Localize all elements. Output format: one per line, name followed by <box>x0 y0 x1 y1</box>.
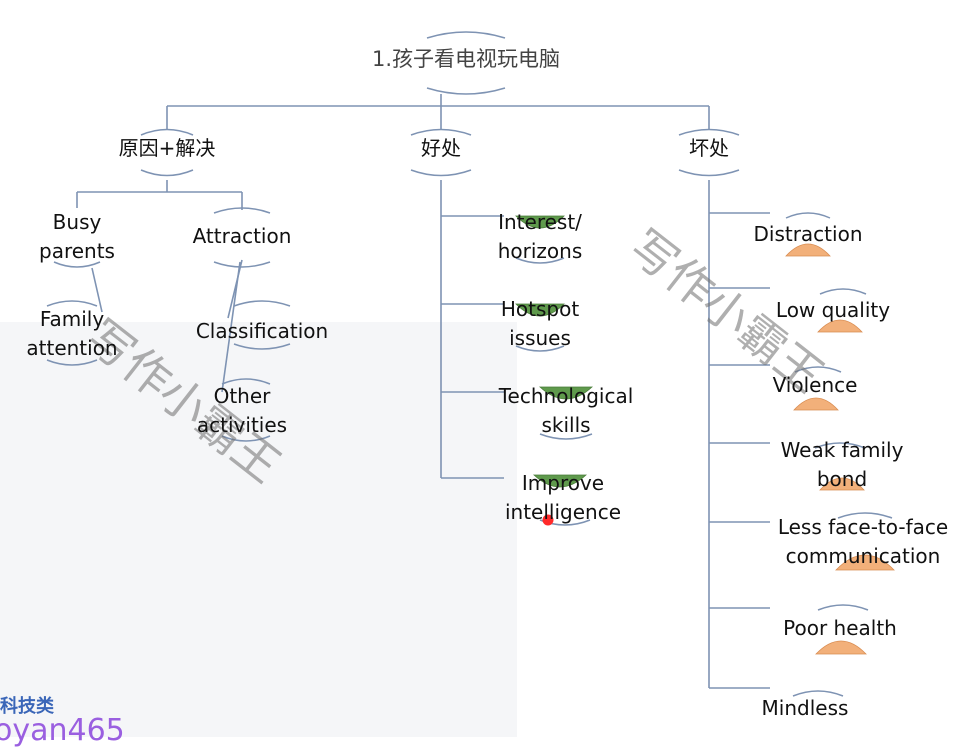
harm-item-1: Distraction <box>753 222 863 246</box>
harm-marker-1 <box>785 243 831 257</box>
benefit-markers <box>515 215 594 488</box>
node-attraction: Attraction <box>192 224 292 248</box>
harm-markers <box>785 243 895 655</box>
node-family-attention: Family attention <box>26 307 118 360</box>
branch-causes: 原因+解决 <box>118 136 216 160</box>
harm-item-7: Mindless <box>761 696 849 720</box>
harm-item-2: Low quality <box>775 298 891 322</box>
root-node: 1.孩子看电视玩电脑 <box>371 47 561 71</box>
benefit-marker-4 <box>532 474 588 488</box>
benefit-marker-3 <box>538 386 594 400</box>
node-busy-parents: Busy parents <box>39 210 115 263</box>
benefit-marker-2 <box>515 303 565 317</box>
benefit-item-2: Hotspot issues <box>500 297 580 350</box>
harm-item-3: Violence <box>772 373 858 397</box>
benefit-item-4: Improve intelligence <box>504 471 622 524</box>
branch-benefits: 好处 <box>421 136 461 160</box>
pointer-dot <box>542 514 554 526</box>
source-user: oyan465 <box>0 713 125 748</box>
benefit-marker-1 <box>515 215 565 229</box>
benefit-item-3: Technological skills <box>498 384 634 437</box>
harm-marker-4 <box>819 477 865 491</box>
benefit-item-1: Interest/ horizons <box>497 210 583 263</box>
connector-lines <box>76 94 770 689</box>
node-classification: Classification <box>195 319 329 343</box>
source-tag: 科技类 <box>0 696 54 717</box>
harm-marker-5 <box>835 554 895 571</box>
harm-item-4: Weak family bond <box>780 438 904 491</box>
harm-marker-2 <box>817 319 863 333</box>
node-frames <box>46 31 893 697</box>
harm-marker-3 <box>793 397 839 411</box>
background-panel <box>0 322 517 737</box>
harm-item-5: Less face-to-face communication <box>777 515 949 568</box>
harm-item-6: Poor health <box>783 616 897 640</box>
node-other-activities: Other activities <box>196 384 288 437</box>
branch-harms: 坏处 <box>689 136 729 160</box>
harm-marker-6 <box>815 640 867 655</box>
